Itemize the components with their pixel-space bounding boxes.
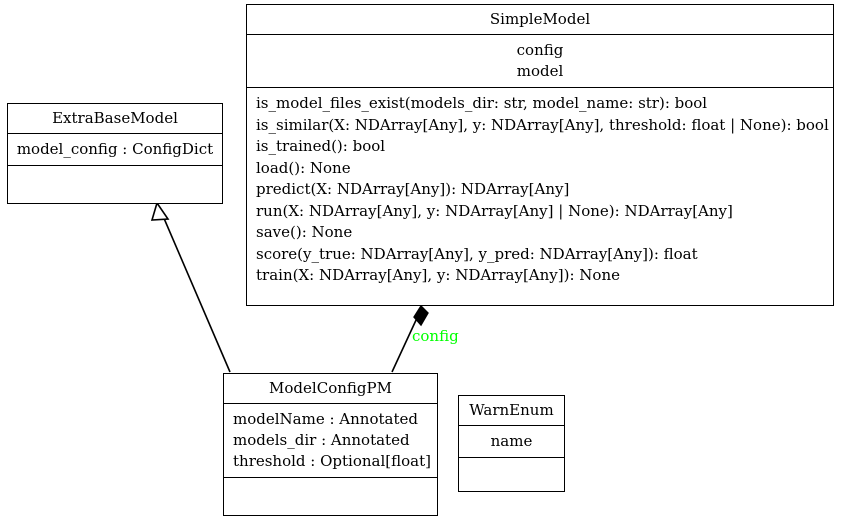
class-box-modelconfigpm[interactable]: ModelConfigPM modelName : Annotated mode… xyxy=(223,373,438,516)
edge-label-config: config xyxy=(412,327,459,345)
method-item: is_trained(): bool xyxy=(256,137,386,155)
class-attributes-extrabasemodel: model_config : ConfigDict xyxy=(8,133,222,165)
attribute-item: modelName : Annotated xyxy=(233,410,418,428)
attribute-item: name xyxy=(490,432,533,450)
method-item: predict(X: NDArray[Any]): NDArray[Any] xyxy=(256,180,570,198)
attribute-item: model xyxy=(516,62,564,80)
class-box-simplemodel[interactable]: SimpleModel config model is_model_files_… xyxy=(246,4,834,306)
class-methods-warnenum xyxy=(459,457,564,483)
attribute-item: config xyxy=(516,41,564,59)
class-methods-modelconfigpm xyxy=(224,477,437,503)
method-item: run(X: NDArray[Any], y: NDArray[Any] | N… xyxy=(256,201,733,220)
class-methods-extrabasemodel xyxy=(8,165,222,191)
attribute-item: threshold : Optional[float] xyxy=(233,452,431,470)
method-item: is_model_files_exist(models_dir: str, mo… xyxy=(256,94,708,112)
method-item: train(X: NDArray[Any], y: NDArray[Any]):… xyxy=(256,266,620,284)
method-item: load(): None xyxy=(256,158,351,177)
class-name-extrabasemodel: ExtraBaseModel xyxy=(52,109,178,127)
class-name-modelconfigpm: ModelConfigPM xyxy=(269,379,392,397)
generalization-edge-modelconfigpm-to-extrabasemodel xyxy=(150,201,231,373)
attribute-item: models_dir : Annotated xyxy=(233,431,410,449)
method-item: save(): None xyxy=(256,223,353,241)
class-methods-simplemodel: is_model_files_exist(models_dir: str, mo… xyxy=(247,87,833,292)
class-name-simplemodel: SimpleModel xyxy=(489,10,591,28)
method-item: is_similar(X: NDArray[Any], y: NDArray[A… xyxy=(256,115,829,134)
class-box-extrabasemodel[interactable]: ExtraBaseModel model_config : ConfigDict xyxy=(7,103,223,204)
class-attributes-modelconfigpm: modelName : Annotated models_dir : Annot… xyxy=(224,403,437,477)
class-attributes-simplemodel: config model xyxy=(247,34,833,87)
class-box-warnenum[interactable]: WarnEnum name xyxy=(458,395,565,492)
attribute-item: model_config : ConfigDict xyxy=(16,140,214,158)
method-item: score(y_true: NDArray[Any], y_pred: NDAr… xyxy=(256,244,698,263)
class-attributes-warnenum: name xyxy=(459,425,564,457)
class-name-warnenum: WarnEnum xyxy=(469,401,554,419)
